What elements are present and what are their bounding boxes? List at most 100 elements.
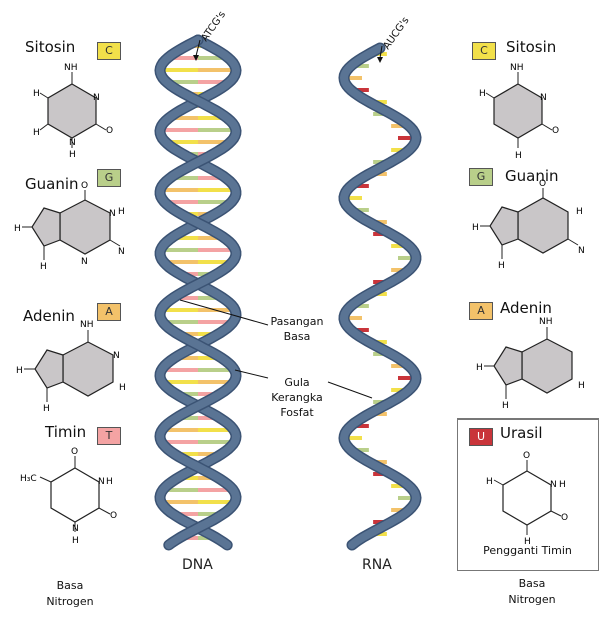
left-sitosin-atom: O xyxy=(106,126,113,136)
dna-tag-arrowhead xyxy=(193,55,199,61)
left-timin-badge: T xyxy=(97,427,121,445)
right-guanin-label: Guanin xyxy=(505,167,559,185)
left-sitosin-atom: N xyxy=(69,138,76,148)
left-timin-label: Timin xyxy=(45,423,87,441)
right-sitosin-label: Sitosin xyxy=(506,38,557,56)
right-urasil-atom: N xyxy=(550,480,557,490)
right-sitosin-badge: C xyxy=(472,42,496,60)
right-urasil-atom: H xyxy=(524,537,531,547)
left-timin-atom: H xyxy=(106,477,113,487)
right-urasil-label: Urasil xyxy=(500,424,543,442)
right-sitosin-atom: O xyxy=(552,126,559,136)
left-timin-ring xyxy=(50,467,100,523)
right-adenin-atom: NH xyxy=(539,317,553,327)
left-adenin-ring-5 xyxy=(34,349,64,389)
right-sitosin-atom: H xyxy=(479,89,486,99)
left-guanin-bond xyxy=(109,239,121,247)
left-adenin-molecule: NH N H H H xyxy=(16,320,126,414)
right-adenin-label: Adenin xyxy=(500,299,552,317)
right-guanin-atom: H xyxy=(498,261,505,271)
right-sitosin-bond xyxy=(541,123,553,131)
right-urasil-atom: O xyxy=(561,513,568,523)
left-adenin-atom: NH xyxy=(80,320,94,330)
right-guanin-atom: H xyxy=(472,223,479,233)
left-guanin-ring-6 xyxy=(59,199,111,255)
right-guanin-atom: N xyxy=(578,246,585,256)
dna-title: DNA xyxy=(182,557,213,573)
left-timin-atom: N xyxy=(72,524,79,534)
left-guanin-label: Guanin xyxy=(25,175,79,193)
right-guanin-ring-6 xyxy=(517,197,569,254)
dna-backbone-strand xyxy=(155,36,241,549)
backbone-label-line1: Gula xyxy=(284,376,310,389)
right-sitosin-bond xyxy=(485,92,495,99)
right-urasil-bond xyxy=(550,510,562,517)
right-adenin-badge: A xyxy=(469,302,493,320)
right-sitosin-ring xyxy=(493,83,543,139)
left-guanin-atom: O xyxy=(81,181,88,191)
left-adenin-atom: H xyxy=(16,366,23,376)
backbone-pointer-dna xyxy=(234,369,269,379)
left-adenin-atom: H xyxy=(119,383,126,393)
right-adenin-atom: H xyxy=(502,401,509,411)
left-timin-bond xyxy=(39,476,52,483)
left-sitosin-label: Sitosin xyxy=(25,38,76,56)
dna-tag-pointer xyxy=(195,39,201,57)
right-urasil-atom: H xyxy=(486,477,493,487)
right-adenin-atom: H xyxy=(578,381,585,391)
right-adenin-ring-6 xyxy=(521,338,573,394)
right-adenin-ring-5 xyxy=(493,346,523,386)
left-guanin-atom: N xyxy=(109,209,116,219)
right-guanin-atom: H xyxy=(576,207,583,217)
left-sitosin-molecule: NH N O N H H H xyxy=(33,63,113,160)
left-sitosin-bond xyxy=(95,123,107,131)
right-urasil-bond xyxy=(493,479,504,486)
left-guanin-atom: N xyxy=(81,257,88,267)
backbone-label: Gula Kerangka Fosfat xyxy=(262,375,332,420)
right-guanin-molecule: O H N H H xyxy=(472,179,585,271)
rna-tag-pointer xyxy=(379,45,383,59)
rna-backbone-strand xyxy=(339,44,421,549)
left-sitosin-ring xyxy=(47,83,97,139)
dna-backbone-strand xyxy=(155,36,241,549)
base-pair-pointer xyxy=(179,299,269,326)
right-urasil-ring xyxy=(502,470,552,526)
left-guanin-atom: H xyxy=(40,262,47,272)
left-guanin-atom: N xyxy=(118,247,125,257)
left-timin-atom: H₃C xyxy=(20,474,37,484)
left-adenin-atom: H xyxy=(43,404,50,414)
right-sitosin-atom: N xyxy=(540,93,547,103)
left-sitosin-atom: H xyxy=(33,89,40,99)
left-caption: Basa Nitrogen xyxy=(30,578,110,610)
left-adenin-ring-6 xyxy=(62,341,114,397)
left-adenin-badge: A xyxy=(97,303,121,321)
left-timin-atom: N xyxy=(98,477,105,487)
urasil-replacement-box xyxy=(457,418,599,571)
backbone-label-line3: Fosfat xyxy=(280,406,314,419)
right-adenin-molecule: NH H H H xyxy=(476,317,585,411)
left-timin-bond xyxy=(98,507,111,515)
right-urasil-molecule: O N H O H H xyxy=(486,451,568,547)
left-adenin-label: Adenin xyxy=(23,307,75,325)
right-caption-line2: Nitrogen xyxy=(508,593,556,606)
left-caption-line1: Basa xyxy=(56,579,84,592)
backbone-pointer-rna xyxy=(327,381,373,399)
right-urasil-atom: O xyxy=(523,451,530,461)
right-adenin-atom: H xyxy=(476,363,483,373)
left-sitosin-atom: NH xyxy=(64,63,78,73)
left-sitosin-bond xyxy=(39,123,49,131)
base-pair-label-line1: Pasangan xyxy=(270,315,324,328)
base-pair-label-line2: Basa xyxy=(283,330,311,343)
right-guanin-badge: G xyxy=(469,168,493,186)
left-sitosin-atom: H xyxy=(69,150,76,160)
svg-text:ATCG's: ATCG's xyxy=(199,9,228,43)
left-sitosin-atom: H xyxy=(33,128,40,138)
rna-tag-arrowhead xyxy=(377,57,383,63)
dna-helix xyxy=(154,34,242,551)
left-sitosin-atom: N xyxy=(93,93,100,103)
right-urasil-atom: H xyxy=(559,480,566,490)
right-caption-line1: Basa xyxy=(518,577,546,590)
right-guanin-ring-5 xyxy=(489,206,519,246)
left-timin-atom: O xyxy=(110,511,117,521)
